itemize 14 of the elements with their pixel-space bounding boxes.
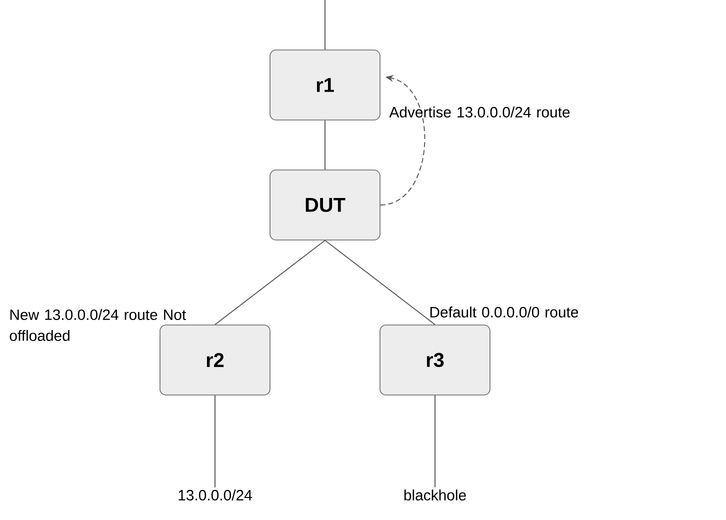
network-label: blackhole xyxy=(404,490,466,500)
router-box: r2 xyxy=(160,324,270,396)
connector-line xyxy=(214,240,326,326)
router-box: DUT xyxy=(270,170,380,240)
connector-line xyxy=(324,0,326,50)
connector-line xyxy=(214,394,216,488)
edge-label: Advertise 13.0.0.0/24 route xyxy=(389,106,570,118)
edge-label: Default 0.0.0.0/0 route xyxy=(430,306,578,318)
connector-line xyxy=(324,120,326,170)
connector-line xyxy=(324,240,436,326)
router-box: r1 xyxy=(270,50,380,120)
router-box: r3 xyxy=(380,324,490,396)
network-label: 13.0.0.0/24 xyxy=(178,490,252,500)
connector-line xyxy=(434,394,436,488)
